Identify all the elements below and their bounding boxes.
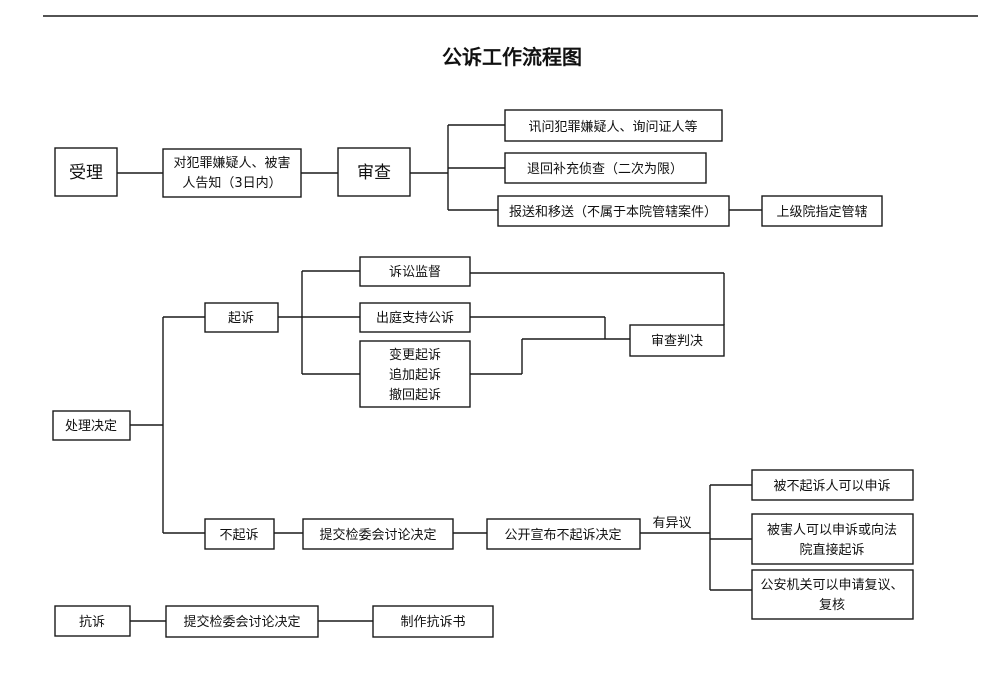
svg-text:上级院指定管辖: 上级院指定管辖 — [776, 204, 867, 220]
svg-text:复核: 复核 — [819, 598, 845, 613]
svg-text:抗诉: 抗诉 — [79, 615, 105, 630]
section-decision: 处理决定 起诉 诉讼监督 出庭支持公诉 变更起诉 追加起诉 撤回起诉 审查判决 … — [52, 256, 914, 620]
node-protest-doc: 制作抗诉书 — [372, 605, 494, 638]
svg-text:退回补充侦查（二次为限）: 退回补充侦查（二次为限） — [527, 161, 683, 177]
node-judgment: 审查判决 — [629, 324, 725, 357]
svg-text:出庭支持公诉: 出庭支持公诉 — [376, 310, 454, 326]
section-protest: 抗诉 提交检委会讨论决定 制作抗诉书 — [54, 605, 494, 638]
svg-text:受理: 受理 — [69, 163, 103, 183]
node-review: 审查 — [337, 147, 411, 197]
svg-text:撤回起诉: 撤回起诉 — [389, 387, 441, 403]
svg-text:公安机关可以申请复议、: 公安机关可以申请复议、 — [760, 578, 903, 593]
svg-text:提交检委会讨论决定: 提交检委会讨论决定 — [319, 527, 436, 543]
svg-text:对犯罪嫌疑人、被害: 对犯罪嫌疑人、被害 — [173, 155, 290, 171]
svg-text:不起诉: 不起诉 — [219, 528, 258, 543]
svg-text:提交检委会讨论决定: 提交检委会讨论决定 — [183, 614, 300, 630]
page-title: 公诉工作流程图 — [442, 45, 582, 69]
svg-text:变更起诉: 变更起诉 — [389, 347, 441, 363]
svg-text:人告知（3日内）: 人告知（3日内） — [182, 175, 281, 191]
node-court-support: 出庭支持公诉 — [359, 302, 471, 333]
node-interrogate: 讯问犯罪嫌疑人、询问证人等 — [504, 109, 723, 142]
svg-text:处理决定: 处理决定 — [65, 419, 117, 434]
svg-text:制作抗诉书: 制作抗诉书 — [400, 615, 465, 630]
node-announce: 公开宣布不起诉决定 — [486, 518, 641, 550]
node-supplement: 退回补充侦查（二次为限） — [504, 152, 707, 184]
node-protest: 抗诉 — [54, 605, 131, 637]
svg-text:审查判决: 审查判决 — [651, 334, 703, 349]
svg-text:公开宣布不起诉决定: 公开宣布不起诉决定 — [504, 527, 621, 543]
label-objection: 有异议 — [652, 516, 691, 531]
node-appeal-accused: 被不起诉人可以申诉 — [751, 469, 914, 501]
node-transfer: 报送和移送（不属于本院管辖案件） — [497, 195, 730, 227]
node-victim: 被害人可以申诉或向法 院直接起诉 — [751, 513, 914, 565]
node-non-prosecute: 不起诉 — [204, 518, 275, 550]
node-accept: 受理 — [54, 147, 118, 197]
svg-text:讯问犯罪嫌疑人、询问证人等: 讯问犯罪嫌疑人、询问证人等 — [528, 119, 697, 135]
node-higher-court: 上级院指定管辖 — [761, 195, 883, 227]
node-committee-2: 提交检委会讨论决定 — [165, 605, 319, 638]
node-committee: 提交检委会讨论决定 — [302, 518, 454, 550]
svg-text:追加起诉: 追加起诉 — [389, 367, 441, 383]
node-supervision: 诉讼监督 — [359, 256, 471, 287]
node-decision: 处理决定 — [52, 410, 131, 441]
node-prosecute: 起诉 — [204, 302, 279, 333]
svg-text:审查: 审查 — [357, 163, 391, 183]
svg-text:报送和移送（不属于本院管辖案件）: 报送和移送（不属于本院管辖案件） — [509, 204, 717, 220]
node-change-add-withdraw: 变更起诉 追加起诉 撤回起诉 — [359, 340, 471, 408]
section-review: 受理 对犯罪嫌疑人、被害 人告知（3日内） 审查 讯问犯罪嫌疑人、询问证人等 退… — [54, 109, 883, 227]
svg-text:起诉: 起诉 — [228, 311, 254, 326]
svg-text:诉讼监督: 诉讼监督 — [389, 265, 441, 280]
node-police: 公安机关可以申请复议、 复核 — [751, 569, 914, 620]
node-notify: 对犯罪嫌疑人、被害 人告知（3日内） — [162, 148, 302, 198]
svg-text:被害人可以申诉或向法: 被害人可以申诉或向法 — [767, 522, 897, 538]
svg-text:被不起诉人可以申诉: 被不起诉人可以申诉 — [773, 479, 890, 494]
svg-text:院直接起诉: 院直接起诉 — [799, 542, 864, 558]
